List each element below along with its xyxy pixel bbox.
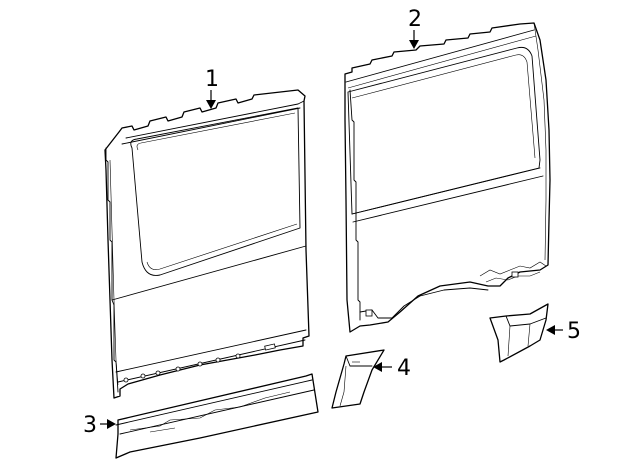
callout-4-label: 4 (397, 356, 411, 381)
part-1-side-panel (104, 89, 310, 399)
callout-2-label: 2 (408, 7, 422, 32)
callout-1-label: 1 (205, 67, 219, 92)
part-4-bracket (331, 349, 385, 409)
callout-5-label: 5 (567, 319, 581, 344)
callout-2-arrowhead (409, 40, 419, 49)
callout-3-label: 3 (83, 413, 97, 438)
callout-2: 2 (408, 7, 422, 49)
callout-1: 1 (205, 67, 219, 109)
callout-4-arrowhead (373, 362, 382, 372)
callout-3-arrowhead (107, 419, 116, 429)
part-5-corner-trim (489, 303, 549, 363)
callout-5: 5 (546, 319, 581, 344)
part-2-sliding-door (344, 22, 551, 333)
callout-5-arrowhead (546, 325, 555, 335)
callout-1-arrowhead (206, 100, 216, 109)
part-3-rocker-strip (115, 373, 319, 459)
callout-4: 4 (373, 356, 411, 381)
callout-3: 3 (83, 413, 116, 438)
